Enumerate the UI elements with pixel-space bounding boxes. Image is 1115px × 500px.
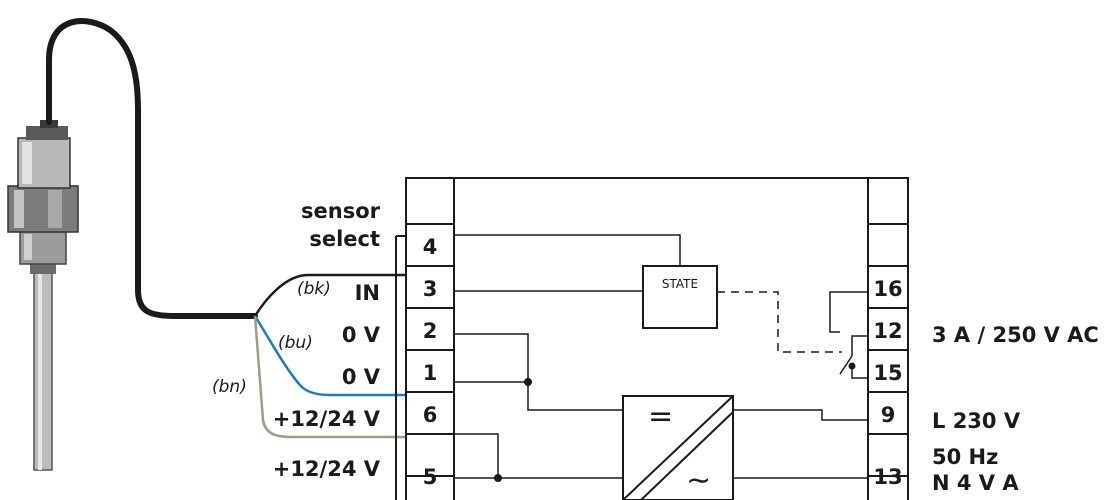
- wire-blue: [253, 315, 405, 397]
- terminal-16: 16: [873, 277, 902, 301]
- wire-brown: [253, 315, 405, 439]
- right-terminal-block: 16 12 15 9 13: [868, 223, 908, 489]
- supply-label-b: +12/24 V: [273, 457, 381, 481]
- junction-node-1: [524, 378, 532, 386]
- wire-term2: [454, 333, 529, 382]
- relay-contact: [829, 291, 868, 379]
- mains-n-label: N 4 V A: [932, 471, 1019, 495]
- terminal-1: 1: [423, 361, 438, 385]
- relay-linkage: [717, 291, 842, 353]
- terminal-4: 4: [423, 235, 438, 259]
- left-terminal-block: 4 3 2 1 6 5: [406, 223, 454, 489]
- mains-l-label: L 230 V: [932, 409, 1021, 433]
- wire-term1: [454, 381, 623, 411]
- terminal-2: 2: [423, 319, 438, 343]
- terminal-12: 12: [873, 319, 902, 343]
- sensor-select-label-1: sensor: [301, 199, 381, 223]
- terminal-6: 6: [423, 403, 438, 427]
- wire-black: [253, 273, 405, 317]
- wire-select-state: [454, 234, 681, 266]
- state-box: [642, 265, 718, 329]
- wire-term6: [454, 433, 499, 478]
- zero-v-label-b: 0 V: [342, 365, 381, 389]
- terminal-9: 9: [881, 403, 896, 427]
- wire-tag-bu: (bu): [278, 333, 313, 353]
- terminal-5: 5: [423, 465, 438, 489]
- converter-diagonal-2: [640, 411, 734, 500]
- state-label: STATE: [662, 277, 698, 291]
- in-label: IN: [355, 281, 380, 305]
- mains-freq-label: 50 Hz: [932, 445, 998, 469]
- converter-ac-symbol: ∼: [686, 463, 711, 498]
- relay-rating-label: 3 A / 250 V AC: [932, 323, 1099, 347]
- converter-diagonal: [622, 395, 734, 500]
- converter-dc-symbol: =: [648, 399, 673, 434]
- terminal-3: 3: [423, 277, 438, 301]
- relay-node: [848, 362, 856, 370]
- wire-tag-bn: (bn): [212, 377, 247, 397]
- sensor-cable: [46, 18, 258, 319]
- wire-mains-l: [733, 409, 868, 421]
- sensor-select-label-2: select: [309, 227, 380, 251]
- wire-tag-bk: (bk): [297, 279, 331, 299]
- device-enclosure: [405, 177, 909, 500]
- supply-label-a: +12/24 V: [273, 407, 381, 431]
- junction-node-2: [494, 474, 502, 482]
- zero-v-label-a: 0 V: [342, 323, 381, 347]
- sensor-probe: [7, 120, 79, 471]
- terminal-15: 15: [873, 361, 902, 385]
- terminal-13: 13: [873, 465, 902, 489]
